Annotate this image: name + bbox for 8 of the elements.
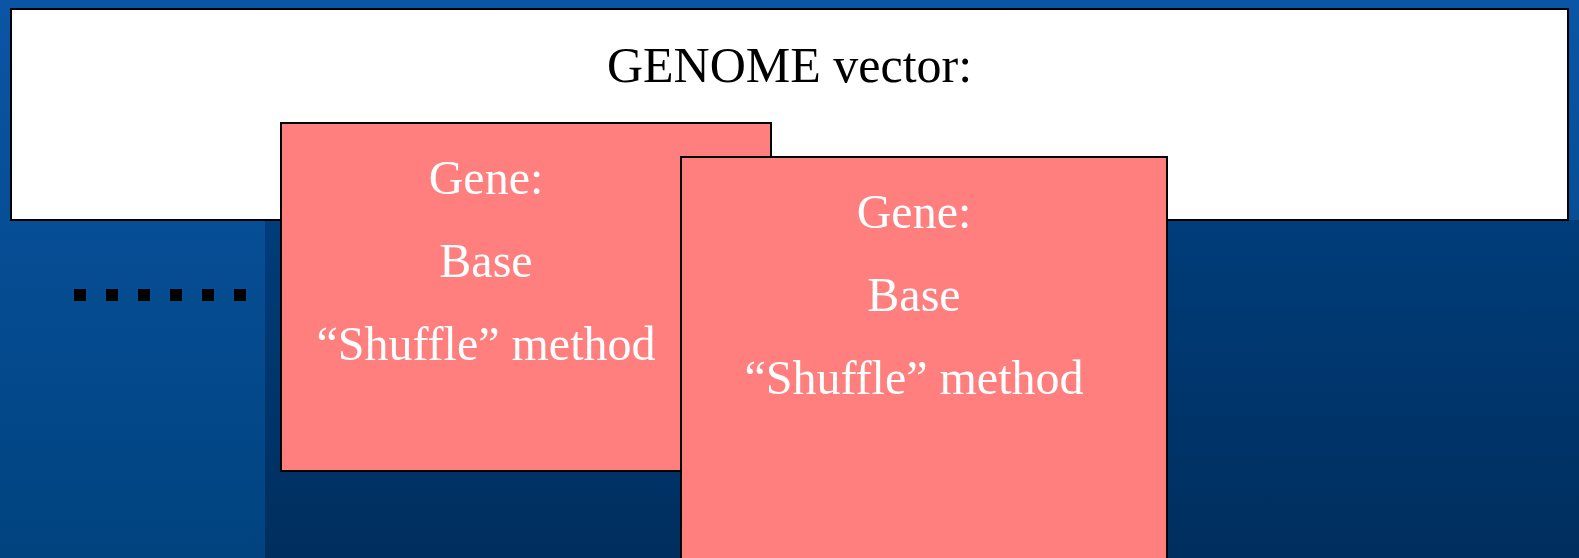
gene-box	[680, 156, 1168, 558]
box-title: GENOME vector:	[606, 38, 973, 93]
box-heading: Gene:	[428, 152, 544, 205]
box-text: “Shuffle” method	[316, 317, 656, 371]
box-text: Base	[439, 234, 533, 288]
box-text: Base	[867, 268, 961, 322]
box-heading: Gene:	[856, 186, 972, 239]
box-text: “Shuffle” method	[744, 351, 1084, 405]
